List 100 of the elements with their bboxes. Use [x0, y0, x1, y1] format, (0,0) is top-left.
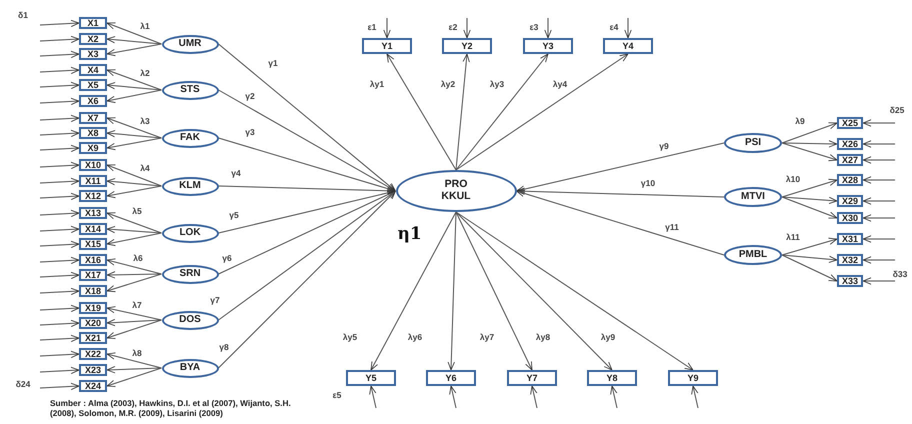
arrow — [218, 44, 396, 192]
edge-label: γ6 — [221, 254, 233, 262]
arrow — [782, 254, 838, 282]
arrow — [369, 386, 376, 408]
variable-label: η1 — [398, 226, 422, 243]
edge-label: ε2 — [448, 22, 458, 32]
arrow — [449, 386, 456, 408]
indicator-box: Y8 — [587, 370, 637, 386]
edge-label: γ10 — [640, 178, 656, 188]
arrow — [106, 178, 162, 186]
indicator-box: X10 — [79, 159, 107, 171]
edge-label: δ33 — [892, 270, 908, 278]
arrow — [106, 186, 162, 198]
indicator-box: X13 — [79, 207, 107, 219]
indicator-box: X24 — [79, 380, 107, 392]
indicator-box: X30 — [837, 212, 863, 224]
arrow — [40, 66, 80, 74]
arrow — [40, 20, 80, 27]
indicator-box: X7 — [79, 112, 107, 124]
arrow — [106, 44, 162, 56]
arrow — [782, 238, 838, 256]
arrow — [40, 144, 80, 152]
arrow — [106, 232, 162, 246]
arrow — [40, 114, 80, 122]
arrow — [218, 190, 396, 274]
latent-variable-ellipse: FAK — [162, 128, 218, 148]
edge-label: λ7 — [131, 300, 143, 310]
edge-label: λ6 — [132, 254, 144, 262]
arrow — [218, 90, 396, 192]
latent-variable-ellipse: PMBL — [724, 245, 782, 265]
edge-label: δ25 — [888, 106, 906, 114]
edge-label: γ4 — [230, 168, 242, 178]
arrow — [106, 90, 162, 103]
indicator-box: X17 — [79, 269, 107, 281]
latent-variable-ellipse: KLM — [162, 176, 218, 196]
latent-variable-ellipse: BYA — [162, 358, 218, 378]
edge-label: λy7 — [478, 332, 496, 342]
arrow — [40, 178, 80, 185]
indicator-box: X3 — [79, 48, 107, 60]
arrow — [106, 258, 162, 274]
indicator-box: X29 — [837, 195, 863, 207]
arrow — [40, 334, 80, 342]
edge-label: γ5 — [228, 210, 240, 220]
indicator-box: X6 — [79, 95, 107, 107]
arrow — [782, 196, 838, 204]
arrow — [40, 226, 80, 233]
arrow — [624, 18, 632, 38]
arrow — [691, 386, 698, 408]
edge-label: λ10 — [784, 174, 802, 184]
arrow — [40, 130, 80, 137]
arrow — [218, 189, 396, 234]
arrow — [106, 274, 162, 292]
arrow — [40, 36, 80, 43]
edge-label: λy2 — [440, 80, 456, 88]
indicator-box: X11 — [79, 175, 107, 187]
arrow — [40, 320, 80, 327]
arrow — [40, 382, 80, 390]
arrow — [383, 18, 391, 38]
arrow — [862, 214, 896, 222]
arrow — [106, 138, 162, 150]
indicator-box: X16 — [79, 254, 107, 266]
arrow — [106, 82, 162, 90]
latent-variable-ellipse: LOK — [162, 224, 218, 242]
edge-label: δ24 — [14, 380, 32, 388]
edge-label: λy6 — [406, 332, 424, 342]
edge-label: λ5 — [131, 206, 143, 216]
edge-label: ε4 — [608, 22, 620, 32]
indicator-box: X21 — [79, 332, 107, 344]
indicator-box: X14 — [79, 223, 107, 235]
arrow — [862, 140, 896, 148]
arrow — [106, 366, 162, 374]
edge-label: λy1 — [368, 80, 386, 88]
arrow — [40, 256, 80, 264]
arrow — [386, 54, 456, 170]
indicator-box: Y9 — [668, 370, 718, 386]
arrow — [218, 190, 396, 368]
arrow — [862, 197, 896, 205]
indicator-box: X27 — [837, 154, 863, 166]
edge-label: λ3 — [139, 116, 151, 126]
edge-label: λy5 — [342, 332, 358, 342]
indicator-box: X5 — [79, 79, 107, 91]
indicator-box: X22 — [79, 348, 107, 360]
caption: Sumber : Alma (2003), Hawkins, D.I. et al (2007), Wijanto, S.H. (2008), Solomon, M.R. (2009), Lisarini (2009) — [50, 399, 292, 418]
arrow — [106, 130, 162, 138]
arrow — [218, 186, 396, 194]
latent-variable-ellipse: PSI — [724, 133, 782, 153]
indicator-box: X26 — [837, 138, 863, 150]
edge-label: γ11 — [664, 222, 680, 232]
arrow — [106, 318, 162, 326]
indicator-box: Y5 — [346, 370, 396, 386]
arrow — [862, 235, 896, 243]
edge-label: λ4 — [139, 164, 151, 172]
arrow — [456, 54, 470, 170]
edge-label: λy8 — [534, 332, 552, 342]
edge-label: λy4 — [552, 80, 568, 88]
arrow — [106, 320, 162, 339]
arrow — [40, 192, 80, 200]
arrow — [40, 82, 80, 89]
latent-variable-ellipse: SRN — [162, 264, 218, 284]
arrow — [530, 386, 538, 408]
